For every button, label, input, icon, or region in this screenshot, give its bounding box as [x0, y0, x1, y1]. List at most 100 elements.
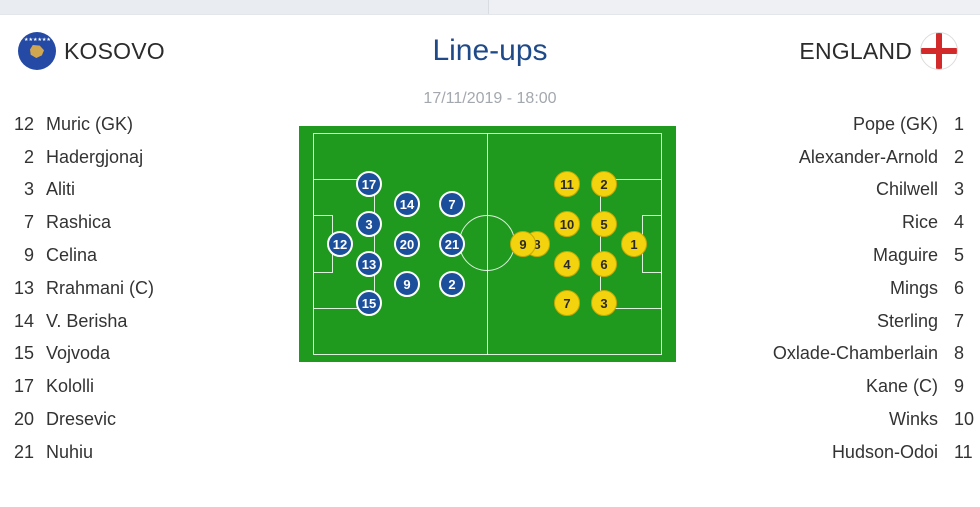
player-name: Pope (GK) [852, 113, 938, 134]
away-player-row[interactable]: Winks 10 [680, 403, 980, 436]
away-team-header: ENGLAND [799, 32, 958, 70]
home-player-row[interactable]: 9 Celina [0, 239, 260, 272]
kosovo-flag-icon: ★★★★★★ [18, 32, 56, 70]
player-name: Oxlade-Chamberlain [772, 343, 938, 364]
player-number: 2 [954, 146, 965, 167]
away-player-row[interactable]: Mings 6 [680, 272, 980, 305]
player-number: 9 [954, 376, 965, 397]
player-name: Rashica [46, 212, 112, 233]
home-player-marker[interactable]: 12 [327, 231, 353, 257]
player-number: 11 [954, 441, 973, 462]
home-player-marker[interactable]: 9 [394, 271, 420, 297]
player-number: 2 [23, 146, 34, 167]
pitch: 17 14 7 3 12 20 21 13 9 2 15 11 2 10 5 8… [299, 126, 676, 362]
player-number: 13 [13, 277, 34, 298]
home-player-marker[interactable]: 17 [356, 171, 382, 197]
away-player-row[interactable]: Kane (C) 9 [680, 370, 980, 403]
match-datetime: 17/11/2019 - 18:00 [423, 90, 557, 107]
home-player-marker[interactable]: 3 [356, 211, 382, 237]
away-player-row[interactable]: Pope (GK) 1 [680, 108, 980, 141]
player-number: 21 [13, 441, 34, 462]
away-player-marker[interactable]: 10 [554, 211, 580, 237]
home-player-row[interactable]: 15 Vojvoda [0, 338, 260, 371]
player-name: Aliti [46, 179, 76, 200]
player-number: 7 [23, 212, 34, 233]
player-name: Mings [889, 277, 938, 298]
player-name: Dresevic [46, 409, 117, 430]
player-number: 10 [954, 409, 975, 430]
away-player-marker[interactable]: 2 [591, 171, 617, 197]
home-player-marker[interactable]: 21 [439, 231, 465, 257]
away-player-marker[interactable]: 11 [554, 171, 580, 197]
away-player-marker[interactable]: 4 [554, 251, 580, 277]
player-name: Kane (C) [865, 376, 938, 397]
away-player-marker[interactable]: 9 [510, 231, 536, 257]
home-player-row[interactable]: 3 Aliti [0, 174, 260, 207]
home-player-row[interactable]: 17 Kololli [0, 370, 260, 403]
home-player-row[interactable]: 20 Dresevic [0, 403, 260, 436]
player-number: 3 [954, 179, 965, 200]
player-name: Winks [889, 409, 938, 430]
away-player-marker[interactable]: 7 [554, 290, 580, 316]
home-team-name: KOSOVO [64, 37, 165, 64]
top-bar-divider [488, 0, 489, 14]
player-number: 3 [23, 179, 34, 200]
away-lineup-list: Pope (GK) 1 Alexander-Arnold 2 Chilwell 3 R… [680, 108, 980, 469]
away-player-marker[interactable]: 3 [591, 290, 617, 316]
player-name: Vojvoda [46, 343, 111, 364]
player-number: 15 [13, 343, 34, 364]
player-number: 5 [954, 245, 965, 266]
card-border [0, 14, 980, 15]
player-name: V. Berisha [46, 310, 128, 331]
player-number: 14 [13, 310, 34, 331]
home-player-marker[interactable]: 2 [439, 271, 465, 297]
home-player-row[interactable]: 2 Hadergjonaj [0, 141, 260, 174]
player-number: 8 [954, 343, 965, 364]
player-name: Hadergjonaj [46, 146, 144, 167]
home-player-row[interactable]: 21 Nuhiu [0, 436, 260, 469]
top-bar [0, 0, 980, 14]
player-name: Chilwell [875, 179, 938, 200]
player-number: 7 [954, 310, 965, 331]
away-player-row[interactable]: Hudson-Odoi 11 [680, 436, 980, 469]
player-number: 9 [23, 245, 34, 266]
away-player-marker[interactable]: 5 [591, 211, 617, 237]
home-player-marker[interactable]: 15 [356, 290, 382, 316]
away-player-row[interactable]: Oxlade-Chamberlain 8 [680, 338, 980, 371]
home-player-marker[interactable]: 14 [394, 191, 420, 217]
player-number: 1 [954, 113, 965, 134]
page-title: Line-ups [432, 34, 548, 67]
away-player-row[interactable]: Chilwell 3 [680, 174, 980, 207]
away-player-row[interactable]: Alexander-Arnold 2 [680, 141, 980, 174]
home-player-marker[interactable]: 13 [356, 251, 382, 277]
player-number: 17 [13, 376, 34, 397]
home-player-row[interactable]: 7 Rashica [0, 206, 260, 239]
player-name: Celina [46, 245, 98, 266]
player-number: 6 [954, 277, 965, 298]
away-player-marker[interactable]: 1 [621, 231, 647, 257]
player-name: Muric (GK) [46, 113, 133, 134]
england-flag-icon [920, 32, 958, 70]
player-name: Rice [901, 212, 938, 233]
player-name: Alexander-Arnold [798, 146, 938, 167]
away-player-marker[interactable]: 6 [591, 251, 617, 277]
player-name: Hudson-Odoi [831, 441, 938, 462]
player-number: 20 [13, 409, 34, 430]
away-team-name: ENGLAND [799, 37, 912, 64]
player-name: Maguire [872, 245, 938, 266]
home-team-header: ★★★★★★ KOSOVO [18, 32, 165, 70]
away-player-row[interactable]: Maguire 5 [680, 239, 980, 272]
player-name: Kololli [46, 376, 95, 397]
player-name: Nuhiu [46, 441, 94, 462]
away-player-row[interactable]: Rice 4 [680, 206, 980, 239]
home-player-marker[interactable]: 7 [439, 191, 465, 217]
player-number: 4 [954, 212, 965, 233]
home-player-row[interactable]: 14 V. Berisha [0, 305, 260, 338]
home-player-marker[interactable]: 20 [394, 231, 420, 257]
center-circle [459, 215, 515, 271]
top-tab-left[interactable] [0, 0, 488, 14]
